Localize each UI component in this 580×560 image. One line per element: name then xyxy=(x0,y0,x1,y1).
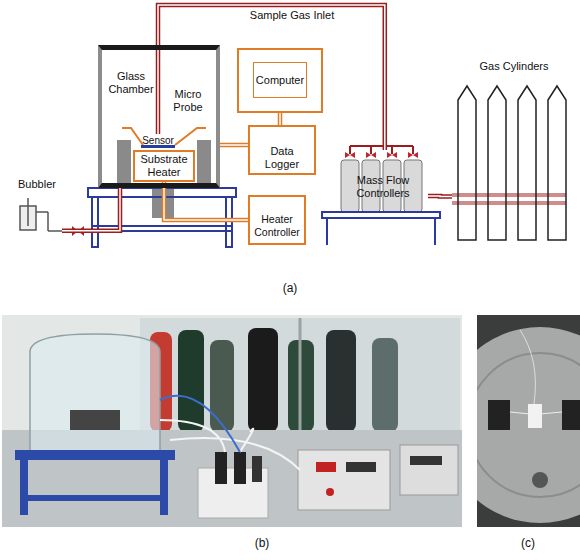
line-label: Sample Gas Inlet xyxy=(232,9,352,22)
panel-label: (c) xyxy=(508,537,548,550)
exhaust-line xyxy=(62,188,120,231)
glass-chamber: Glass ChamberSensorSubstrate Heater xyxy=(98,45,220,188)
sensor: Sensor xyxy=(141,134,175,148)
panel-label: (a) xyxy=(270,282,310,295)
line-inner xyxy=(62,188,120,231)
controller-label: Heater Controller xyxy=(250,213,304,239)
probe-wire xyxy=(220,145,248,146)
probe-label: Micro Probe xyxy=(168,88,208,114)
micro-probe xyxy=(122,128,143,145)
lab-photo xyxy=(2,315,462,527)
probe-holder xyxy=(117,140,131,183)
mass-flow-controllers: Mass Flow Controllers xyxy=(338,150,428,212)
line-inner xyxy=(279,113,281,125)
bubbler: Bubbler xyxy=(12,178,62,240)
line-outer xyxy=(220,143,248,148)
heater-controller: Heater Controller xyxy=(248,195,306,245)
gas-cylinder xyxy=(452,86,566,240)
probe-holder xyxy=(197,140,211,183)
bubbler-label: Bubbler xyxy=(12,178,62,191)
substrate-heater: Substrate Heater xyxy=(133,150,195,182)
heater-label: Substrate Heater xyxy=(135,153,193,179)
line-inner xyxy=(220,144,248,146)
cylinders-label: Gas Cylinders xyxy=(452,60,576,73)
line-outer xyxy=(428,194,452,199)
line-outer xyxy=(278,113,283,125)
gas-cylinders: Gas Cylinders xyxy=(452,60,576,242)
line-outer xyxy=(62,188,120,231)
logger-label: Data Logger xyxy=(260,145,304,171)
data-cable xyxy=(280,113,281,125)
line-inner xyxy=(428,195,452,197)
chamber-photo xyxy=(477,315,580,527)
sensor-label: Sensor xyxy=(141,134,175,147)
gas-line xyxy=(428,195,452,197)
computer-box: Computer xyxy=(237,48,323,113)
data-logger: Data Logger xyxy=(248,125,316,175)
chamber-label: Glass Chamber xyxy=(106,70,156,96)
micro-probe xyxy=(175,128,206,145)
bench-stand xyxy=(322,212,440,245)
computer-screen: Computer xyxy=(253,62,307,98)
mfc-label: Mass Flow Controllers xyxy=(338,174,428,200)
panel-label: (b) xyxy=(242,537,282,550)
bubbler-symbol xyxy=(20,198,62,231)
